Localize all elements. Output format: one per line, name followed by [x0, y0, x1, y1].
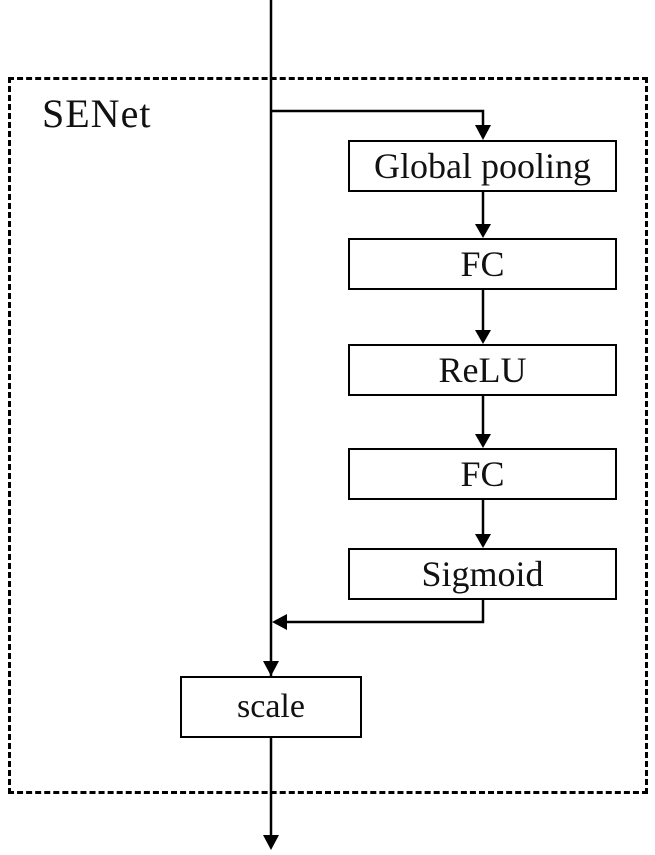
block-scale: scale	[180, 676, 362, 738]
arrowhead-down-icon	[475, 534, 491, 548]
block-label: FC	[460, 454, 505, 494]
branch-to-global-pooling-line	[271, 109, 485, 127]
block-fc-2: FC	[348, 448, 617, 500]
block-global-pooling: Global pooling	[348, 140, 617, 192]
arrowhead-down-icon	[475, 330, 491, 344]
arrowhead-down-icon	[475, 434, 491, 448]
block-label: Global pooling	[374, 146, 591, 186]
block-label: scale	[237, 688, 305, 725]
block-relu: ReLU	[348, 344, 617, 396]
block-label: Sigmoid	[421, 554, 544, 594]
arrowhead-down-icon	[263, 835, 279, 850]
sigmoid-to-main-line	[287, 600, 485, 624]
block-fc-1: FC	[348, 238, 617, 290]
block-label: ReLU	[438, 350, 527, 390]
diagram-title: SENet	[42, 91, 152, 136]
arrowhead-down-icon	[263, 661, 279, 676]
senet-dashed-boundary	[8, 77, 648, 794]
arrowhead-left-icon	[272, 614, 287, 630]
block-sigmoid: Sigmoid	[348, 548, 617, 600]
arrowhead-down-icon	[475, 224, 491, 238]
arrowhead-down-icon	[475, 125, 491, 140]
block-label: FC	[460, 244, 505, 284]
